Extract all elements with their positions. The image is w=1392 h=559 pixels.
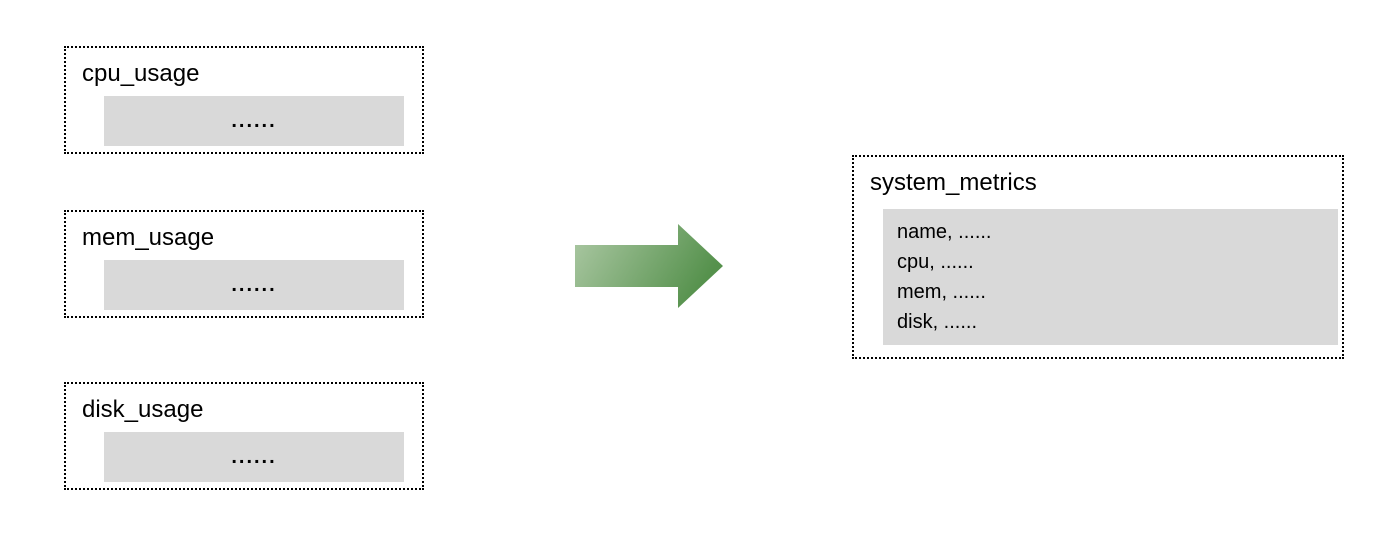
table-row: name, ...... [897,221,992,243]
table-rows-placeholder: ...... [104,432,404,482]
table-rows-placeholder: ...... [104,96,404,146]
table-box-system-metrics: system_metrics name, ...... cpu, ...... … [852,155,1344,359]
table-row: mem, ...... [897,281,986,303]
table-row: cpu, ...... [897,251,974,273]
table-row: disk, ...... [897,311,978,333]
merge-arrow [575,224,723,308]
ellipsis-text: ...... [231,446,277,468]
table-title: cpu_usage [82,60,200,87]
table-box-disk-usage: disk_usage ...... [64,382,424,490]
table-box-mem-usage: mem_usage ...... [64,210,424,318]
table-rows: name, ...... cpu, ...... mem, ...... dis… [883,209,1338,345]
table-rows-placeholder: ...... [104,260,404,310]
table-title: disk_usage [82,396,204,423]
ellipsis-text: ...... [231,274,277,296]
table-box-cpu-usage: cpu_usage ...... [64,46,424,154]
table-title: mem_usage [82,224,215,251]
right-arrow-icon [575,224,723,308]
ellipsis-text: ...... [231,110,277,132]
table-title: system_metrics [870,169,1037,196]
